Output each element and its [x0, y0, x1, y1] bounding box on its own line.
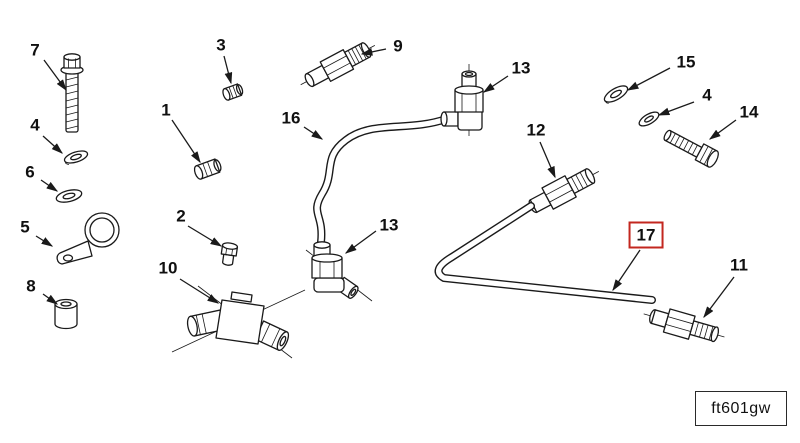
callout-7: 7: [30, 40, 40, 60]
figure-code-box: ft601gw: [695, 391, 787, 426]
part-15-washer-icon: [603, 85, 629, 104]
callout-14: 14: [739, 102, 759, 122]
leader-arrows: [35, 48, 737, 319]
callout-4: 4: [30, 115, 40, 135]
callout-3: 3: [216, 35, 226, 55]
callout-2: 2: [176, 206, 186, 226]
part-13-elbow-bottom-icon: [311, 241, 359, 299]
callout-15: 15: [676, 52, 696, 72]
part-8-spacer-icon: [54, 298, 78, 330]
part-9-fitting-icon: [300, 42, 376, 88]
callout-10: 10: [158, 258, 178, 278]
part-4-lockwasher-left-icon: [63, 150, 89, 165]
part-2-plug-icon: [220, 242, 239, 266]
callout-9: 9: [393, 36, 403, 56]
callout-4: 4: [702, 85, 712, 105]
part-14-bolt-icon: [663, 129, 719, 168]
callout-6: 6: [25, 162, 35, 182]
callout-1: 1: [161, 100, 171, 120]
callout-16: 16: [281, 108, 301, 128]
part-5-clamp-icon: [56, 212, 120, 265]
part-11-fitting-icon: [643, 308, 725, 343]
part-10-elbow-body-icon: [186, 291, 290, 351]
callout-13: 13: [511, 58, 531, 78]
part-3-fitting-icon: [222, 83, 244, 101]
callout-12: 12: [526, 120, 546, 140]
part-6-washer-icon: [55, 189, 83, 203]
part-16-hose-icon: [313, 115, 450, 246]
part-4-washer-right-icon: [638, 111, 660, 127]
callout-5: 5: [20, 217, 30, 237]
part-7-bolt-icon: [60, 53, 84, 133]
part-13-elbow-top-icon: [440, 70, 484, 131]
part-17-tube-icon: [434, 202, 656, 304]
figure-code-label: ft601gw: [711, 399, 771, 417]
callout-8: 8: [26, 276, 36, 296]
callout-13: 13: [379, 215, 399, 235]
part-1-fitting-icon: [193, 158, 222, 180]
callout-11: 11: [730, 255, 748, 275]
part-12-fitting-icon: [526, 168, 600, 214]
callout-17-highlighted: 17: [628, 221, 664, 249]
